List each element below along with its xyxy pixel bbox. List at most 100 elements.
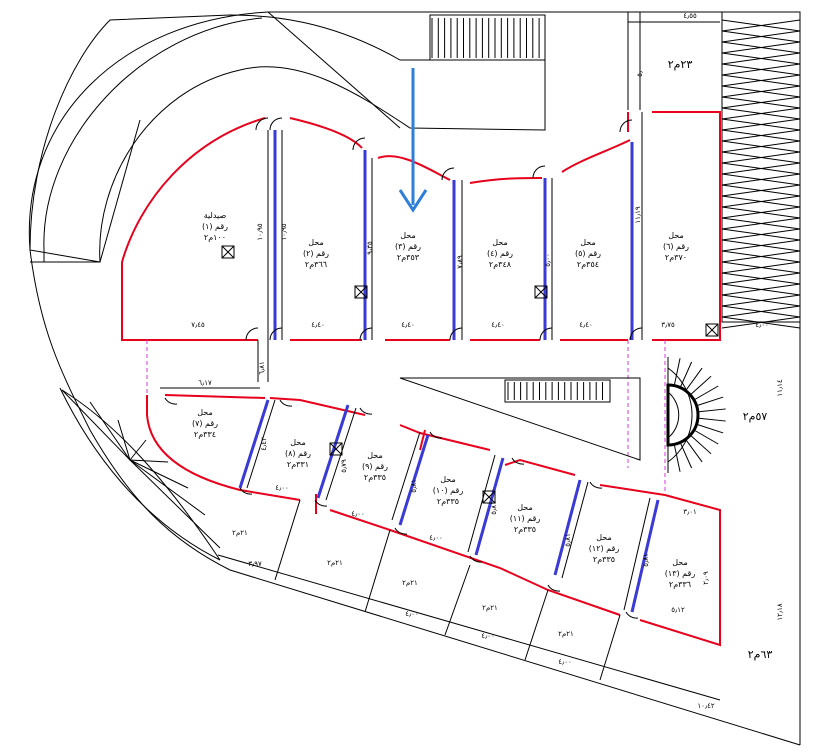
- shop-label-line: رقم (٤): [487, 249, 513, 258]
- shop-label-line: ٣٧٠م٢: [665, 253, 687, 262]
- dimension: ٩٫٣٥: [366, 241, 374, 255]
- shop-label: محل رقم (٢) ٣٦٦م٢: [303, 238, 329, 269]
- dimension: ٣٫٧٥: [661, 321, 675, 329]
- dimension: ١١٫١٤: [776, 379, 784, 397]
- shop-label-line: ٣٣٦م٢: [669, 580, 691, 589]
- ramp-outline: [29, 14, 546, 263]
- top-staircase: [429, 14, 546, 61]
- shop-label-line: ٣٥٤م٢: [577, 260, 599, 269]
- shop-label: محل رقم (١١) ٣٣٥م٢: [510, 503, 541, 534]
- shop-label-line: رقم (١١): [510, 514, 541, 523]
- right-hatched-zone: [721, 11, 801, 329]
- shop-label-line: ٣٣٥م٢: [514, 525, 536, 534]
- shop-label-line: رقم (٥): [575, 249, 601, 258]
- shop-label-line: محل: [668, 231, 684, 240]
- central-void: [399, 377, 641, 461]
- shop-label: محل رقم (١٢) ٣٣٥م٢: [589, 533, 620, 564]
- glazing-partition: [630, 499, 660, 613]
- shop-label-line: رقم (١٢): [589, 544, 620, 553]
- partition: [561, 481, 589, 579]
- spiral-staircase: [666, 357, 726, 473]
- glazing-partition: [398, 434, 430, 526]
- structural-columns: [221, 245, 719, 504]
- dimension: ٥٫٨١: [490, 501, 498, 515]
- wall-segment: [315, 429, 426, 514]
- shop-label-line: ٣٣٥م٢: [593, 555, 615, 564]
- dimension: ١٠٫٤٢: [697, 702, 715, 710]
- dimension: ٥٫٠٠: [544, 253, 552, 267]
- bottom-cells-grid: [217, 499, 721, 701]
- shop-label-line: رقم (١٣): [665, 569, 696, 578]
- dimension: ٢٫٠٩: [702, 571, 710, 585]
- shop-label-line: رقم (٣): [395, 242, 421, 251]
- shop-label-line: محل: [400, 231, 416, 240]
- shop-label-line: محل: [197, 408, 213, 417]
- shop-label: محل رقم (٥) ٣٥٤م٢: [575, 238, 601, 269]
- dimension: ٤٫٠٠: [405, 610, 419, 618]
- shop-label-line: رقم (٢): [303, 249, 329, 258]
- upper-door-swings: [245, 117, 643, 341]
- shop-label-line: محل: [290, 438, 306, 447]
- shop-label-line: محل: [492, 238, 508, 247]
- partition: [391, 431, 421, 521]
- dimension: ٣٫٩٧: [248, 560, 262, 568]
- outer-building-outline: [28, 11, 801, 746]
- dimension: ٦٫١٧: [198, 379, 212, 387]
- shop-label-line: ٣٥٣م٢: [397, 253, 420, 262]
- dimension: ٧٫٨٩: [456, 255, 464, 269]
- dimension: ٤٫٠٠: [755, 321, 769, 329]
- shop-label-line: ١٠٠م٢: [204, 233, 226, 242]
- shop-label-line: ٣٦٦م٢: [305, 260, 327, 269]
- glazing-partition: [474, 457, 505, 556]
- shop-label: محل رقم (٣) ٣٥٣م٢: [395, 231, 421, 262]
- dimension: ٤٫٠٠: [351, 510, 365, 518]
- shop-label-line: محل: [580, 238, 596, 247]
- dimension: ٤٫٤٠: [491, 321, 505, 329]
- dimension: ٥٫٨١: [564, 533, 572, 547]
- shop-label-line: محل: [308, 238, 324, 247]
- shop-label-line: رقم (١): [202, 222, 228, 231]
- dimension: ٤٫٠٠: [275, 484, 289, 492]
- dimension: ٤٫٤٠: [311, 321, 325, 329]
- dimension: ٥٫٧٩: [340, 459, 348, 473]
- shop-label-line: ٣٣٥م٢: [364, 473, 386, 482]
- shop-label: محل رقم (٦) ٣٧٠م٢: [663, 231, 689, 262]
- area-label: ٦٣م٢: [748, 648, 773, 661]
- shop-label-line: ٣٣١م٢: [287, 460, 309, 469]
- central-staircase: [504, 379, 611, 403]
- dimension: ١١٫١٩: [634, 206, 642, 224]
- dimension: ٤٫٤٠: [401, 321, 415, 329]
- shop-label-line: رقم (٧): [192, 419, 218, 428]
- dimension: ٥٫١٢: [671, 606, 685, 614]
- partition: [467, 454, 496, 553]
- shop-label-line: ٣٣٤م٢: [194, 430, 216, 439]
- shop-label-line: ٣٣٥م٢: [437, 497, 459, 506]
- glazing-partition: [553, 479, 582, 576]
- area-label: ٥٧م٢: [743, 410, 768, 423]
- cell-area: ٢١م٢: [482, 604, 498, 612]
- dimension: ٦٫٨١: [258, 361, 266, 375]
- shop-label-line: رقم (٩): [362, 462, 388, 471]
- shop-label-line: محل: [596, 533, 612, 542]
- inner-outline: [43, 17, 263, 561]
- area-label: ٢٣م٢: [668, 58, 693, 71]
- cell-area: ٢١م٢: [402, 579, 418, 587]
- dimension: ٤٫٠٠: [429, 534, 443, 542]
- ramp-line: [99, 119, 141, 263]
- shop-label-line: محل: [672, 558, 688, 567]
- dimension: ٤٫٠٠: [558, 658, 572, 666]
- ramp-line: [267, 11, 401, 129]
- shop-label-line: رقم (٦): [663, 242, 689, 251]
- upper-shops-outline: [121, 111, 721, 341]
- cell-area: ٢١م٢: [327, 559, 343, 567]
- shop-label-line: محل: [517, 503, 533, 512]
- dimension: ١٠٫٩٥: [256, 223, 264, 241]
- direction-arrow-icon: [398, 68, 428, 213]
- glazing-partition: [238, 399, 270, 489]
